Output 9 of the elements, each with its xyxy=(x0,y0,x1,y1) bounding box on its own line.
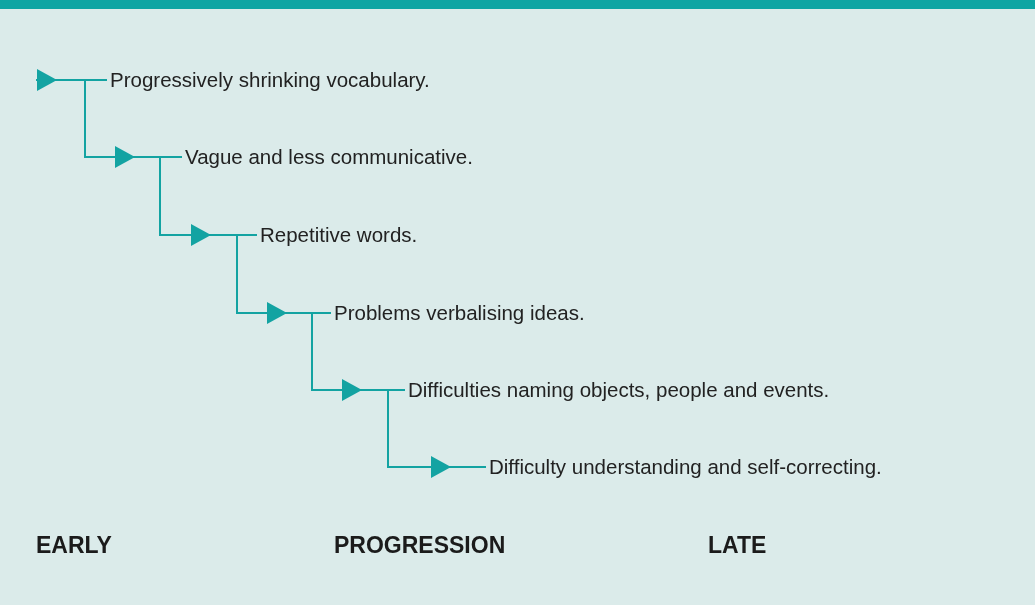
step-text: Difficulty understanding and self-correcting. xyxy=(489,453,882,481)
step-text: Vague and less communicative. xyxy=(185,143,473,171)
step-text: Difficulties naming objects, people and events. xyxy=(408,376,830,404)
stage-label: LATE xyxy=(708,532,767,559)
step-text: Problems verbalising ideas. xyxy=(334,299,585,327)
step-text: Repetitive words. xyxy=(260,221,418,249)
step-text: Progressively shrinking vocabulary. xyxy=(110,66,430,94)
stage-label: PROGRESSION xyxy=(334,532,506,559)
stage-label: EARLY xyxy=(36,532,112,559)
